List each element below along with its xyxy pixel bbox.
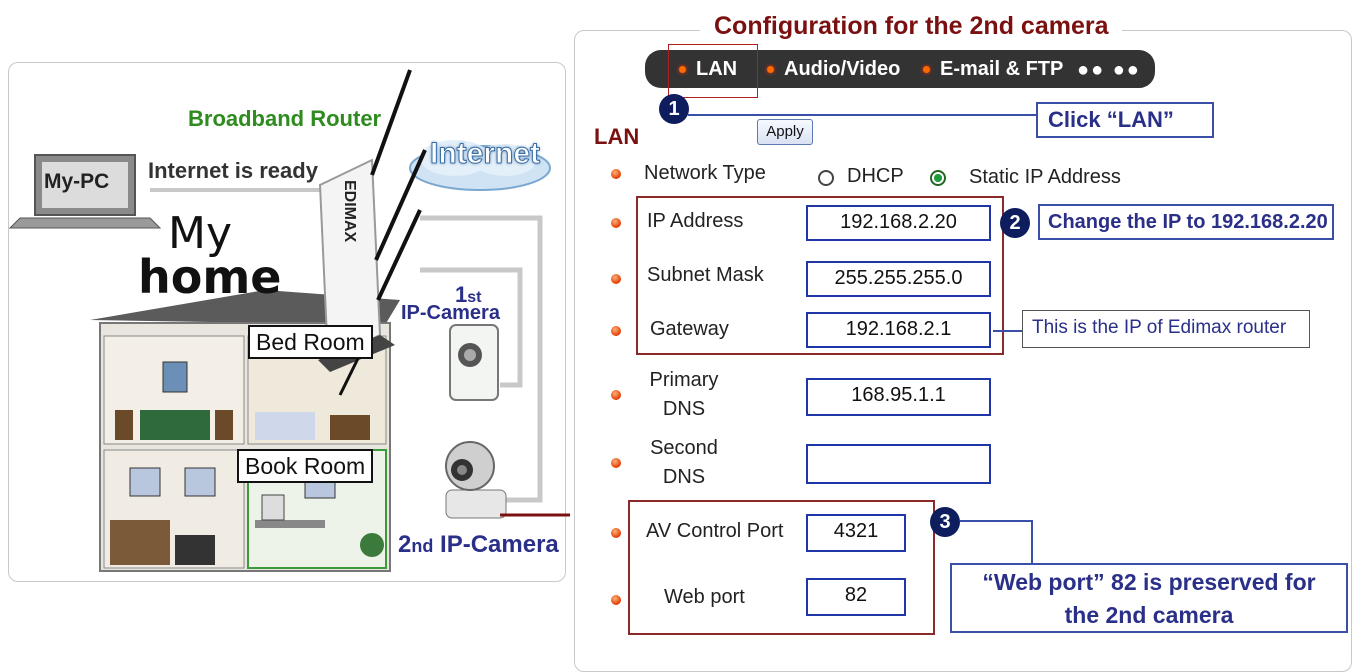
pc-label: My-PC [44,170,110,193]
row-bullet-icon [611,458,621,468]
static-ip-option-label: Static IP Address [969,166,1121,188]
cable-router-to-cam2 [420,215,543,503]
lan-tab-highlight [668,44,758,98]
tab-lan[interactable]: LAN [679,58,737,81]
more-tabs-icon[interactable]: ●● ●● [1077,59,1141,81]
bed-room-label: Bed Room [248,325,373,359]
step-1-callout: Click “LAN” [1036,102,1214,138]
camera-1-number: 1st [455,282,482,307]
row-bullet-icon [611,274,621,284]
dhcp-radio[interactable] [818,170,834,186]
book-room-label: Book Room [237,449,374,483]
laptop-icon [8,154,162,229]
step-3-callout: “Web port” 82 is preserved for the 2nd c… [950,563,1348,633]
tab-bullet-icon [923,66,930,74]
section-heading: LAN [594,124,640,149]
step-3-connector-v [1031,520,1033,564]
router-label: Broadband Router [188,106,382,131]
step-3-connector-h [960,520,1032,522]
my-home-title-line2: home [138,250,282,304]
cable-router-to-cam1 [420,267,523,388]
subnet-mask-field[interactable]: 255.255.255.0 [806,261,991,297]
internet-cloud-icon [409,140,551,191]
tab-audio-video[interactable]: Audio/Video [767,58,900,81]
page-title: Configuration for the 2nd camera [700,12,1123,41]
step-2-callout: Change the IP to 192.168.2.20 [1038,204,1334,240]
row-bullet-icon [611,326,621,336]
ip-address-label: IP Address [647,210,744,232]
network-type-label: Network Type [644,162,766,184]
ip-camera-2-icon [445,441,507,519]
row-bullet-icon [611,595,621,605]
internet-ready-label: Internet is ready [148,158,318,183]
router-brand-label: EDIMAX [341,180,358,243]
row-bullet-icon [611,218,621,228]
row-bullet-icon [611,390,621,400]
row-bullet-icon [611,169,621,179]
av-control-port-field[interactable]: 4321 [806,514,906,552]
internet-label: Internet [429,137,541,171]
gateway-note-connector [993,330,1023,332]
gateway-note-callout: This is the IP of Edimax router [1022,310,1310,348]
dhcp-option-label: DHCP [847,165,904,187]
camera-1-label: IP-Camera [401,302,500,324]
web-port-field[interactable]: 82 [806,578,906,616]
step-1-badge: 1 [659,94,689,124]
gateway-label: Gateway [650,318,729,340]
subnet-mask-label: Subnet Mask [647,264,764,286]
second-dns-field[interactable] [806,444,991,484]
step-1-connector [688,114,1036,116]
network-scene-illustration [8,69,570,572]
static-ip-radio[interactable] [930,170,946,186]
tab-bullet-icon [767,66,774,74]
house-icon [90,290,400,572]
web-port-label: Web port [664,586,745,608]
tab-bullet-icon [679,66,686,74]
my-home-title-line1: My [168,208,233,259]
ip-address-field[interactable]: 192.168.2.20 [806,205,991,241]
av-control-port-label: AV Control Port [646,520,784,542]
tab-email-ftp[interactable]: E-mail & FTP [923,58,1063,81]
primary-dns-field[interactable]: 168.95.1.1 [806,378,991,416]
step-3-badge: 3 [930,507,960,537]
ip-settings-group [636,196,1004,355]
gateway-field[interactable]: 192.168.2.1 [806,312,991,348]
row-bullet-icon [611,528,621,538]
camera-2-label: 2nd IP-Camera [398,531,559,558]
step-2-badge: 2 [1000,208,1030,238]
ip-camera-1-icon [449,324,499,401]
config-tab-bar: LAN Audio/Video E-mail & FTP ●● ●● [645,50,1155,88]
apply-button[interactable]: Apply [757,119,813,145]
port-settings-group [628,500,935,635]
